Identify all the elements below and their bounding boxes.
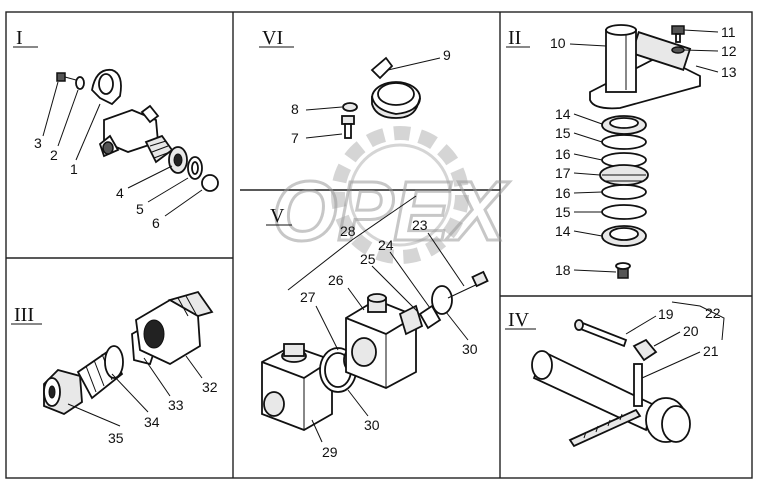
- callout-30-right: 30: [462, 341, 478, 357]
- o-ring-part-6: [201, 174, 219, 192]
- callout-14-bottom: 14: [555, 223, 571, 239]
- callout-26: 26: [328, 272, 344, 288]
- clamp-part-1: [91, 68, 122, 106]
- callout-28: 28: [340, 223, 356, 239]
- callout-25: 25: [360, 251, 376, 267]
- callout-5: 5: [136, 201, 144, 217]
- screw-part-11: [671, 25, 685, 43]
- callout-4: 4: [116, 185, 124, 201]
- clip-part-20: [632, 338, 658, 362]
- callout-10: 10: [550, 35, 566, 51]
- callout-3: 3: [34, 135, 42, 151]
- callout-22: 22: [705, 305, 721, 321]
- callout-6: 6: [152, 215, 160, 231]
- callout-27: 27: [300, 289, 316, 305]
- bolt-part-23: [447, 270, 489, 299]
- section-labels: I VI II V III IV: [11, 27, 536, 331]
- bearing-stack: [599, 115, 649, 279]
- section-6-callouts: 9 8 7: [291, 47, 451, 146]
- callout-16-top: 16: [555, 146, 571, 162]
- section-label-3: III: [14, 304, 34, 326]
- callout-7: 7: [291, 130, 299, 146]
- section-1-assembly: [42, 68, 219, 217]
- section-2-assembly: [569, 24, 719, 279]
- callout-29: 29: [322, 444, 338, 460]
- callout-32: 32: [202, 379, 218, 395]
- section-4-assembly: [531, 301, 725, 448]
- callout-15-bottom: 15: [555, 204, 571, 220]
- clamp-part-9: [370, 56, 421, 119]
- pipe-part: [531, 350, 691, 443]
- callout-23: 23: [412, 217, 428, 233]
- callout-1: 1: [70, 161, 78, 177]
- callout-8: 8: [291, 101, 299, 117]
- section-1-callouts: 3 2 1 4 5 6: [34, 135, 160, 231]
- bolt-part-3: [56, 72, 77, 82]
- callout-34: 34: [144, 414, 160, 430]
- adapter-part-32: [135, 290, 214, 366]
- pin-part-10: [605, 24, 637, 93]
- washer-part-12: [671, 46, 685, 54]
- callout-33: 33: [168, 397, 184, 413]
- callout-12: 12: [721, 43, 737, 59]
- section-5-callouts: 28 23 24 25 26 27 30 30 29: [300, 217, 478, 460]
- section-4-callouts: 19 22 20 21: [658, 305, 721, 359]
- flange-block-part-29: [261, 343, 333, 431]
- callout-21: 21: [703, 343, 719, 359]
- washer-part-2: [75, 76, 85, 90]
- bolt-part-7: [341, 115, 355, 139]
- plate-part-25: [418, 304, 442, 330]
- section-label-1: I: [16, 27, 23, 49]
- tee-body-part: [98, 104, 174, 164]
- callout-19: 19: [658, 306, 674, 322]
- o-ring-part-30-right: [431, 285, 453, 315]
- panel-frames: [5, 11, 753, 479]
- callout-16-bottom: 16: [555, 185, 571, 201]
- section-label-4: IV: [508, 309, 530, 331]
- washer-part-8: [342, 102, 358, 112]
- pin-part-19: [574, 319, 628, 348]
- callout-9: 9: [443, 47, 451, 63]
- strap-part-21: [568, 363, 643, 448]
- callout-2: 2: [50, 147, 58, 163]
- gear-icon: [331, 126, 469, 264]
- section-label-5: V: [270, 205, 285, 227]
- callout-20: 20: [683, 323, 699, 339]
- o-ring-part-34: [104, 345, 124, 379]
- callout-17: 17: [555, 165, 571, 181]
- valve-body-part-26: [345, 293, 424, 389]
- callout-30-bottom: 30: [364, 417, 380, 433]
- callout-24: 24: [378, 237, 394, 253]
- section-5-assembly: [261, 195, 489, 443]
- section-label-2: II: [508, 27, 521, 49]
- section-label-6: VI: [262, 27, 283, 49]
- callout-35: 35: [108, 430, 124, 446]
- section-2-callouts: 10 11 12 13 14 15 16 17 16 15 14 18: [550, 24, 737, 278]
- opex-watermark: OPEX: [271, 126, 512, 264]
- callout-18: 18: [555, 262, 571, 278]
- callout-13: 13: [721, 64, 737, 80]
- section-3-callouts: 35 34 33 32: [108, 379, 218, 446]
- callout-15-top: 15: [555, 125, 571, 141]
- lever-plate-part-13: [589, 54, 701, 110]
- callout-14-top: 14: [555, 106, 571, 122]
- section-3-assembly: [43, 290, 214, 427]
- watermark-text: OPEX: [272, 164, 510, 258]
- callout-11: 11: [721, 24, 736, 40]
- section-6-assembly: [305, 56, 441, 139]
